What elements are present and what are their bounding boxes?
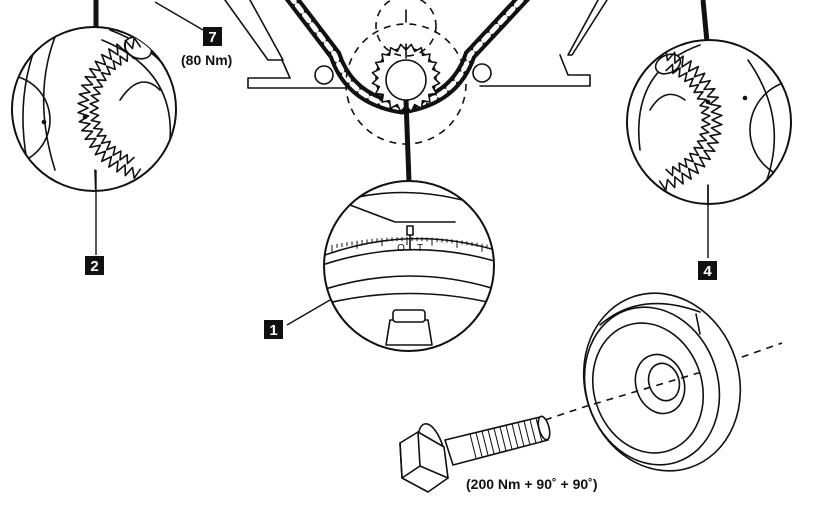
crankshaft-bolt: [399, 415, 551, 493]
bolt-thread: [469, 433, 477, 459]
bolt-thread: [511, 423, 519, 448]
mark-view-circle: [375, 0, 437, 57]
right-cam-gear-teeth: [658, 49, 723, 191]
callout-1-label: 1: [269, 322, 277, 339]
timing-mark-t: T: [417, 243, 423, 254]
bolt-thread: [517, 422, 525, 447]
timing-mark-detail-view: O T: [286, 180, 495, 352]
bolt-thread: [523, 420, 531, 446]
detail-leader: [403, 99, 412, 183]
callout-7-label: 7: [208, 29, 216, 46]
crank-nose: [385, 59, 427, 101]
right-guide-pin: [472, 63, 492, 83]
callout-2: 2: [85, 256, 104, 275]
bolt-thread: [475, 432, 483, 457]
bolt-thread: [481, 430, 489, 456]
bolt-thread: [499, 426, 507, 451]
callout-7: 7 (80 Nm): [154, 1, 232, 68]
right-detail-view: [626, 0, 792, 258]
left-cam-gear-inner: [89, 51, 135, 165]
chain-drive-top: [224, 0, 608, 183]
timing-mark-o: O: [397, 243, 405, 254]
torque-upper-bolt: (80 Nm): [181, 52, 232, 68]
bolt-thread: [505, 425, 513, 450]
bolt-thread: [529, 419, 537, 444]
left-cam-gear-teeth: [77, 37, 142, 179]
left-guide-pin: [314, 65, 334, 85]
callout-4-label: 4: [703, 263, 712, 280]
left-detail-view: [11, 0, 177, 255]
callout-1: 1: [264, 320, 283, 339]
callout-2-label: 2: [90, 258, 98, 275]
right-cam-gear-inner: [665, 63, 711, 177]
bolt-thread: [493, 428, 501, 453]
crankshaft-pulley: [544, 292, 783, 472]
callout-4: 4: [698, 261, 717, 280]
torque-crank-bolt: (200 Nm + 90˚ + 90˚): [466, 476, 598, 492]
bolt-thread: [487, 429, 495, 454]
